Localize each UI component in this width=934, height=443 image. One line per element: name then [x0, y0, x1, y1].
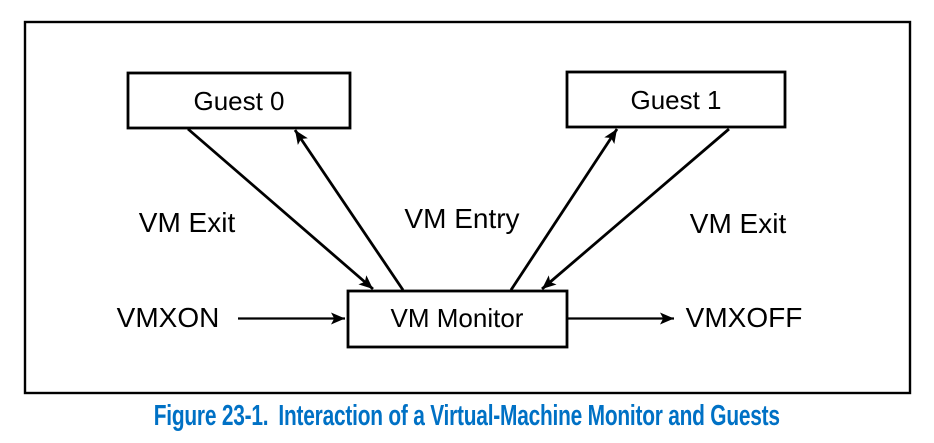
- diagram-frame: [23, 20, 912, 395]
- figure-caption: Figure 23-1. Interaction of a Virtual-Ma…: [0, 398, 934, 434]
- guest1-label: Guest 1: [630, 85, 721, 115]
- vm-exit-right-label: VM Exit: [690, 208, 787, 239]
- figure-caption-number: Figure 23-1.: [153, 399, 269, 432]
- vm-monitor-label: VM Monitor: [391, 303, 524, 333]
- guest0-box: [126, 71, 352, 130]
- vm-entry-left-arrow: [293, 129, 405, 291]
- vm-exit-left-arrow: [187, 127, 374, 291]
- vm-exit-left-label: VM Exit: [139, 207, 236, 238]
- vm-monitor-box: [346, 289, 569, 349]
- vm-entry-right-arrow: [509, 128, 619, 291]
- guest1-box: [565, 70, 787, 129]
- vmxon-label: VMXON: [117, 302, 220, 333]
- guest0-label: Guest 0: [193, 86, 284, 116]
- vm-entry-label: VM Entry: [404, 203, 519, 234]
- figure-caption-title: Interaction of a Virtual-Machine Monitor…: [278, 399, 781, 432]
- vmxoff-label: VMXOFF: [686, 302, 803, 333]
- vm-exit-right-arrow: [541, 127, 730, 291]
